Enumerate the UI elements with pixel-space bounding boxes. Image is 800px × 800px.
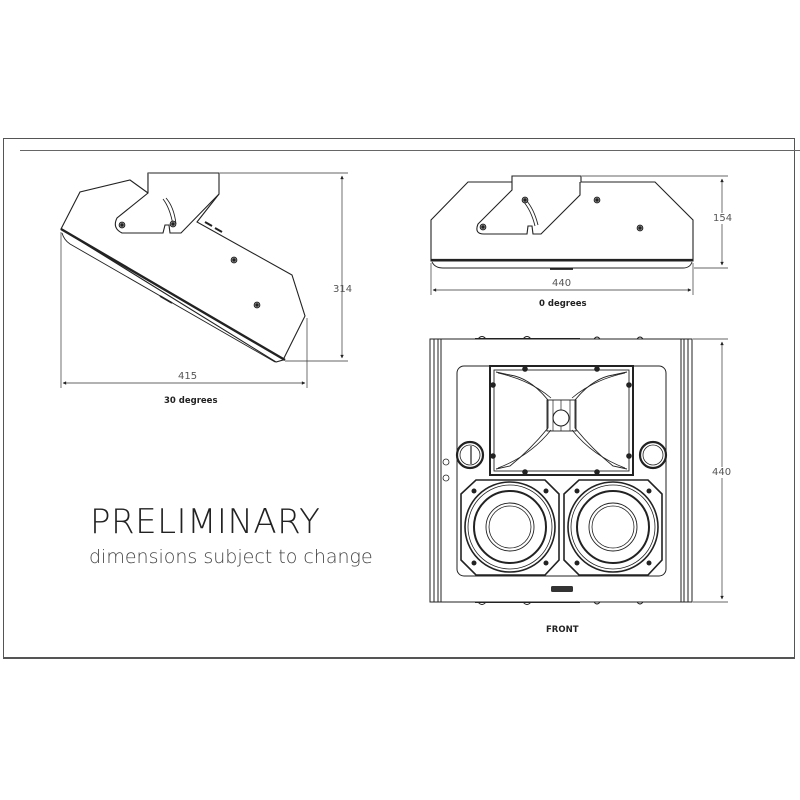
width-label-30-degrees: 415 — [178, 371, 198, 382]
dimension-lines-30-degrees — [60, 172, 348, 388]
height-label-0-degrees: 154 — [713, 213, 733, 224]
front-view — [429, 336, 693, 605]
caption-0-degrees: 0 degrees — [539, 299, 587, 309]
title-rule — [20, 150, 800, 151]
drawing-frame — [3, 138, 795, 659]
width-label-0-degrees: 440 — [552, 278, 572, 289]
height-label-front: 440 — [712, 467, 732, 478]
caption-30-degrees: 30 degrees — [164, 396, 218, 406]
woofer-right — [563, 479, 663, 576]
preliminary-subtitle: dimensions subject to change — [89, 546, 373, 568]
side-view-0-degrees — [430, 175, 694, 270]
preliminary-title: PRELIMINARY — [90, 502, 321, 542]
caption-front: FRONT — [546, 625, 579, 635]
height-label-30-degrees: 314 — [333, 284, 353, 295]
logo-badge — [551, 586, 573, 592]
woofer-left — [460, 479, 560, 576]
side-view-30-degrees — [60, 172, 306, 363]
